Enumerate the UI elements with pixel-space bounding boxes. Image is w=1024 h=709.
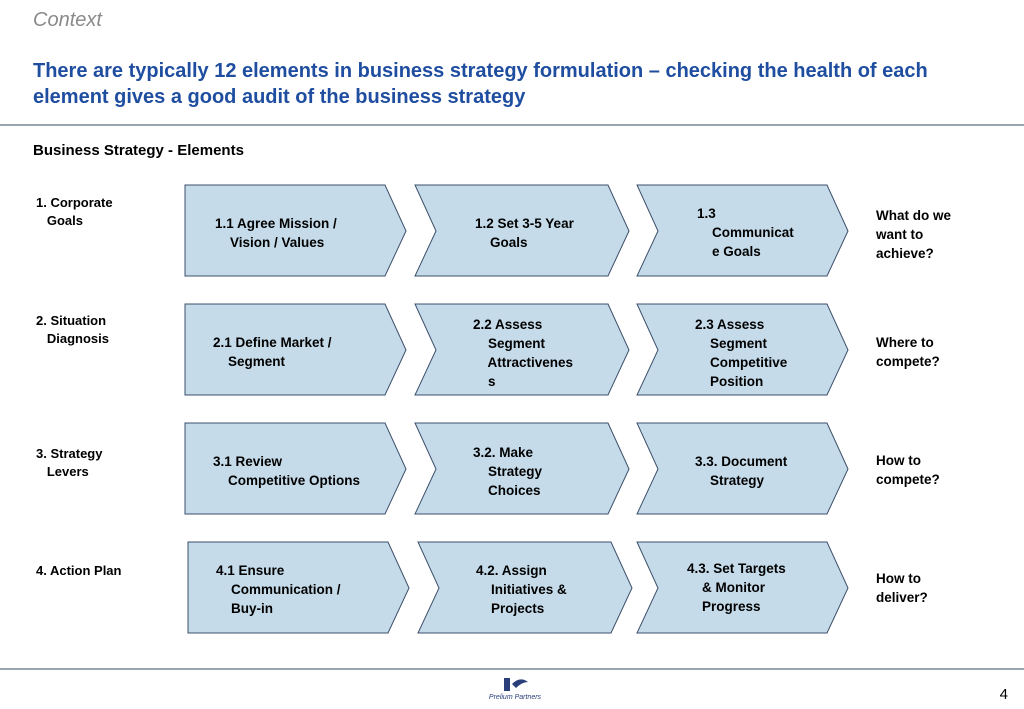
- question-row-3: How to compete?: [876, 453, 940, 487]
- step-4-2-label: 4.2. Assign Initiatives & Projects: [476, 563, 567, 616]
- page-headline: There are typically 12 elements in busin…: [33, 60, 928, 108]
- row-label-situation-diagnosis: 2. Situation Diagnosis: [36, 313, 109, 346]
- step-2-1-label: 2.1 Define Market / Segment: [213, 335, 332, 369]
- step-2-3-chevron: 2.3 Assess Segment Competitive Position: [636, 303, 849, 396]
- step-4-3-label: 4.3. Set Targets & Monitor Progress: [687, 561, 786, 614]
- footer-divider: [0, 668, 1024, 670]
- step-1-3-label: 1.3 Communicat e Goals: [697, 206, 794, 259]
- context-label: Context: [33, 9, 102, 31]
- step-3-2-label: 3.2. Make Strategy Choices: [473, 445, 543, 498]
- step-2-3-label: 2.3 Assess Segment Competitive Position: [695, 317, 788, 389]
- step-4-2-chevron: 4.2. Assign Initiatives & Projects: [417, 541, 633, 634]
- header-divider: [0, 124, 1024, 126]
- step-3-1-chevron: 3.1 Review Competitive Options: [184, 422, 407, 515]
- row-label-corporate-goals: 1. Corporate Goals: [36, 195, 113, 228]
- step-1-2-label: 1.2 Set 3-5 Year Goals: [475, 216, 574, 250]
- step-3-2-chevron: 3.2. Make Strategy Choices: [414, 422, 630, 515]
- page-number: 4: [999, 686, 1008, 703]
- step-2-1-chevron: 2.1 Define Market / Segment: [184, 303, 407, 396]
- section-title: Business Strategy - Elements: [33, 142, 244, 159]
- step-2-2-label: 2.2 Assess Segment Attractivenes s: [473, 317, 574, 389]
- step-2-2-chevron: 2.2 Assess Segment Attractivenes s: [414, 303, 630, 396]
- question-row-1: What do we want to achieve?: [876, 208, 951, 261]
- row-label-action-plan: 4. Action Plan: [36, 563, 122, 578]
- step-4-1-label: 4.1 Ensure Communication / Buy-in: [216, 563, 341, 616]
- step-3-1-label: 3.1 Review Competitive Options: [213, 454, 361, 488]
- step-4-3-chevron: 4.3. Set Targets & Monitor Progress: [636, 541, 849, 634]
- step-1-2-chevron: 1.2 Set 3-5 Year Goals: [414, 184, 630, 277]
- step-4-1-chevron: 4.1 Ensure Communication / Buy-in: [187, 541, 410, 634]
- step-1-3-chevron: 1.3 Communicat e Goals: [636, 184, 849, 277]
- question-row-4: How to deliver?: [876, 571, 928, 605]
- company-logo: Prelium Partners: [470, 674, 560, 704]
- row-label-strategy-levers: 3. Strategy Levers: [36, 446, 103, 479]
- logo-text: Prelium Partners: [488, 694, 542, 701]
- step-1-1-label: 1.1 Agree Mission / Vision / Values: [215, 216, 337, 250]
- question-row-2: Where to compete?: [876, 335, 940, 369]
- logo-mark-icon: [504, 678, 528, 691]
- step-1-1-chevron: 1.1 Agree Mission / Vision / Values: [184, 184, 407, 277]
- step-3-3-label: 3.3. Document Strategy: [695, 454, 788, 488]
- step-3-3-chevron: 3.3. Document Strategy: [636, 422, 849, 515]
